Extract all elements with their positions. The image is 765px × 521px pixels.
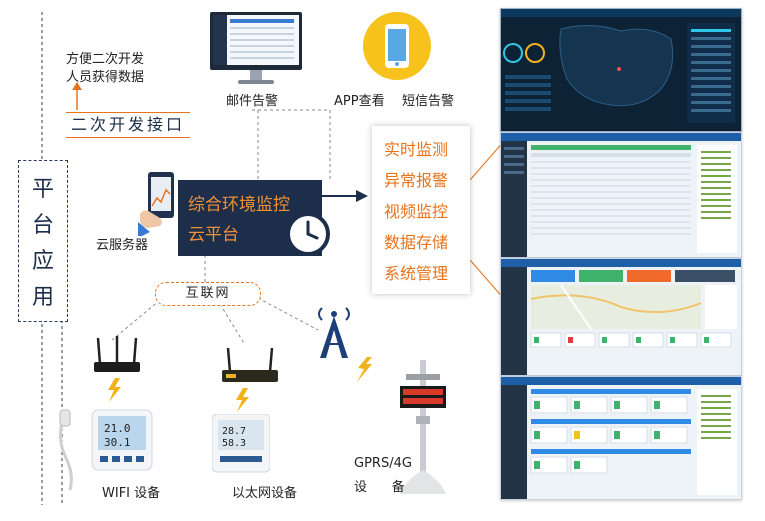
sms-alert-label: 短信告警 — [402, 94, 455, 109]
internet-bubble: 互联网 — [155, 282, 261, 306]
platform-app-char: 应 — [31, 249, 54, 274]
svg-text:28.7: 28.7 — [222, 426, 246, 437]
wifi-router-icon — [94, 336, 140, 376]
platform-app-char: 用 — [31, 285, 54, 310]
api-label: 二次开发接口 — [70, 115, 185, 134]
feature-item: 视频监控 — [384, 202, 449, 221]
ethernet-gateway-icon — [222, 346, 278, 386]
dev-note-line1: 方便二次开发 — [66, 52, 145, 67]
cell-tower-icon — [314, 300, 354, 358]
platform-app-box: 平 台 应 用 — [18, 160, 68, 322]
map-cards-screenshot — [500, 258, 742, 376]
svg-text:58.3: 58.3 — [222, 438, 246, 449]
feature-item: 异常报警 — [384, 171, 449, 190]
gprs-station-icon — [396, 360, 450, 494]
cloud-server-label: 云服务器 — [96, 238, 149, 253]
feature-list-box: 实时监测 异常报警 视频监控 数据存储 系统管理 — [372, 126, 470, 294]
feature-item: 系统管理 — [384, 264, 449, 283]
platform-app-label: 平 台 应 用 — [19, 161, 67, 321]
wifi-device-label: WIFI 设备 — [102, 486, 161, 501]
internet-label: 互联网 — [185, 286, 231, 301]
dev-note-line2: 人员获得数据 — [66, 70, 145, 85]
phone-hand-icon — [138, 168, 188, 236]
dashboard-map-screenshot — [500, 8, 742, 132]
cloud-title-line1: 综合环境监控 — [188, 195, 290, 215]
phone-app-icon — [363, 12, 431, 80]
wifi-device-icon: 21.0 30.1 — [52, 408, 154, 492]
ethernet-device-icon: 28.7 58.3 — [211, 413, 271, 476]
feature-item: 数据存储 — [384, 233, 449, 252]
monitor-icon — [210, 12, 302, 88]
ethernet-device-label: 以太网设备 — [232, 486, 298, 501]
svg-text:30.1: 30.1 — [104, 436, 131, 449]
email-alert-label: 邮件告警 — [226, 94, 279, 109]
svg-text:21.0: 21.0 — [104, 422, 131, 435]
device-grid-screenshot — [500, 376, 742, 500]
api-label-box: 二次开发接口 — [66, 112, 190, 138]
clock-icon — [286, 212, 330, 256]
feature-item: 实时监测 — [384, 140, 449, 159]
app-view-label: APP查看 — [334, 94, 385, 109]
gprs-device-label-line2: 设 备 — [354, 480, 405, 495]
platform-app-char: 台 — [31, 213, 54, 238]
gprs-device-label-line1: GPRS/4G — [354, 456, 412, 471]
platform-app-char: 平 — [31, 177, 54, 202]
cloud-title-line2: 云平台 — [188, 225, 239, 245]
data-table-screenshot — [500, 132, 742, 258]
